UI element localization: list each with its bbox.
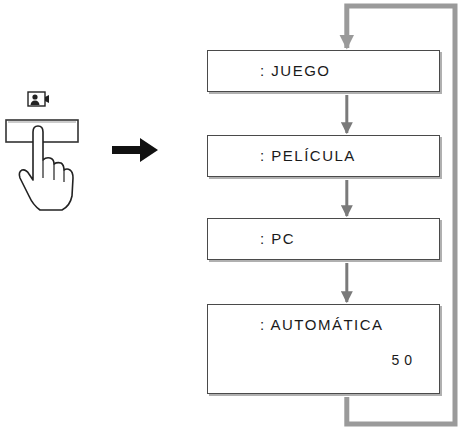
flow-arrow xyxy=(345,95,348,133)
mode-label: : JUEGO xyxy=(260,61,429,81)
flow-arrow xyxy=(345,263,348,302)
mode-label: : PELÍCULA xyxy=(260,146,429,166)
mode-box: : PC xyxy=(207,218,440,260)
hand xyxy=(19,126,73,210)
mode-box: : AUTOMÁTICA 50 xyxy=(207,304,440,394)
mode-box: : PELÍCULA xyxy=(207,135,440,177)
button-illustration xyxy=(6,92,78,210)
pointer-arrow xyxy=(112,138,158,162)
mode-icon xyxy=(28,92,49,106)
level-value: 50 xyxy=(260,351,429,369)
mode-box: : JUEGO xyxy=(207,50,440,92)
flow-arrow xyxy=(345,180,348,216)
mode-label: : AUTOMÁTICA xyxy=(260,315,429,335)
mode-label: : PC xyxy=(260,229,429,249)
